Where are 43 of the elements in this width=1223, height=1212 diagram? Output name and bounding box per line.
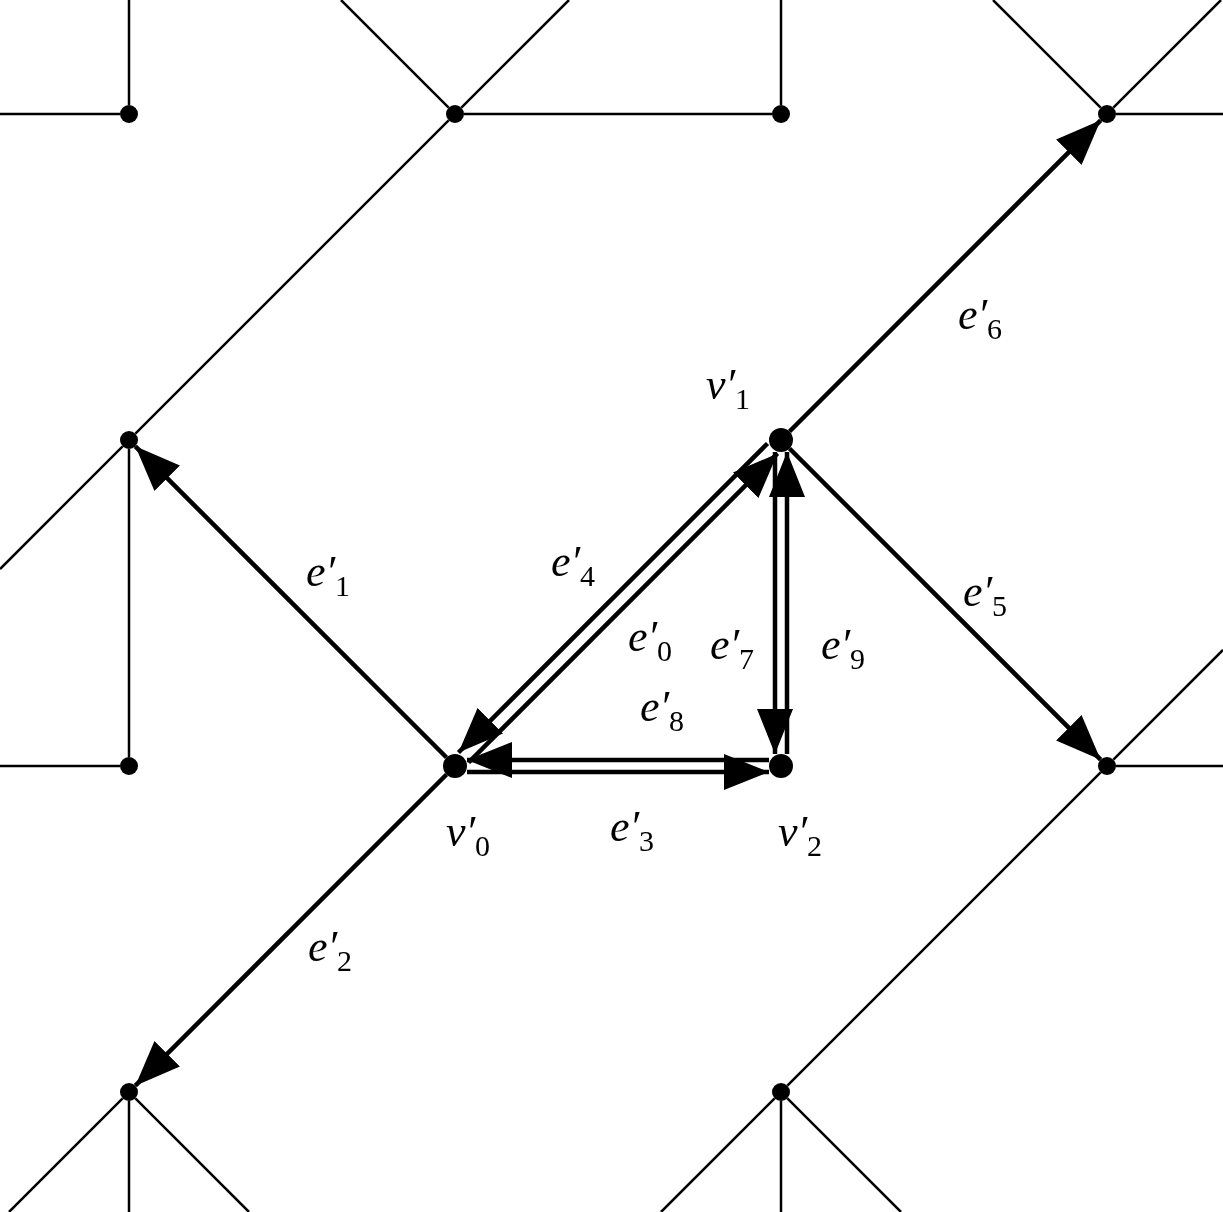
arrow xyxy=(133,772,449,1088)
arrow xyxy=(787,118,1103,434)
arrow xyxy=(787,446,1103,762)
edge-line xyxy=(0,112,120,116)
arrow xyxy=(467,742,769,778)
edge-line xyxy=(1112,0,1222,109)
edge-label: e′$_{2}$ xyxy=(307,924,353,976)
edge-line xyxy=(1116,764,1223,768)
edge-line xyxy=(779,0,783,105)
edge-label: e′$_{0}$ xyxy=(627,614,673,666)
edge-line xyxy=(127,1101,131,1212)
vertex-label: v′$_{1}$ xyxy=(705,362,751,414)
edge-label: e′$_{9}$ xyxy=(820,622,866,674)
edge-line xyxy=(134,1097,250,1212)
edge-line xyxy=(786,771,1102,1087)
edge-label: e′$_{6}$ xyxy=(957,292,1003,344)
edge-line xyxy=(1112,649,1223,761)
edge-line xyxy=(0,445,124,570)
arrow xyxy=(757,452,793,754)
edge-label: e′$_{4}$ xyxy=(550,539,596,591)
edge-line xyxy=(134,119,450,435)
edge-line xyxy=(786,1097,902,1212)
vertex-label: v′$_{2}$ xyxy=(777,809,823,861)
edge-line xyxy=(779,1101,783,1212)
edge-label: e′$_{7}$ xyxy=(709,622,755,674)
arrow xyxy=(769,452,805,754)
edge-line xyxy=(127,0,131,105)
arrow xyxy=(467,754,769,790)
edge-line xyxy=(340,0,450,109)
vertex-label: v′$_{0}$ xyxy=(445,809,491,861)
edge-line xyxy=(1116,112,1223,116)
edge-line xyxy=(127,449,131,757)
edge-line xyxy=(992,0,1102,109)
edge-label: e′$_{5}$ xyxy=(962,569,1008,621)
arrow xyxy=(133,444,449,760)
edge-label: e′$_{8}$ xyxy=(639,684,685,736)
edge-line xyxy=(460,0,570,109)
edge-line xyxy=(0,764,120,768)
edge-label: e′$_{3}$ xyxy=(609,804,655,856)
edge-label: e′$_{1}$ xyxy=(305,549,351,601)
edge-line xyxy=(464,112,772,116)
edge-line xyxy=(8,1097,124,1212)
edge-line xyxy=(660,1097,776,1212)
